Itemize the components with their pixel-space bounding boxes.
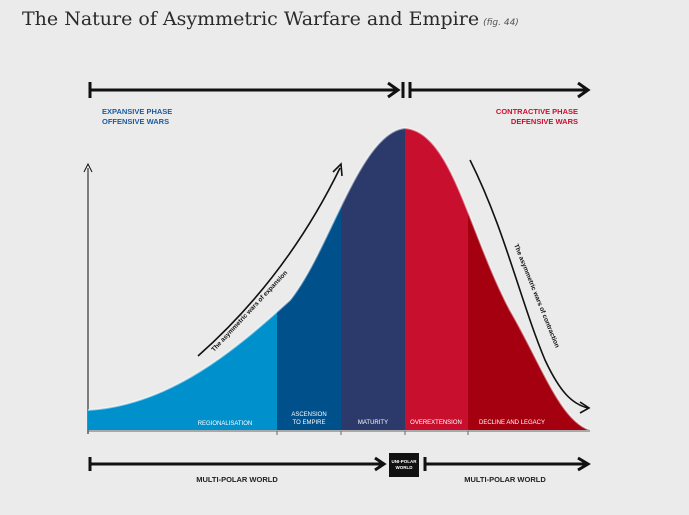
expansion-curve-arrow <box>197 167 341 357</box>
y-axis-arrow-icon <box>83 162 93 173</box>
expansive-phase-label: EXPANSIVE PHASE <box>102 107 172 116</box>
contraction-arrow-head-icon <box>579 401 591 414</box>
stage-label-maturity: MATURITY <box>358 420 388 426</box>
figure-reference: (fig. 44) <box>483 18 519 28</box>
offensive-wars-label: OFFENSIVE WARS <box>102 117 169 126</box>
bell-outline <box>87 126 591 431</box>
stage-label-ascension-2: TO EMPIRE <box>293 420 326 426</box>
title-text: The Nature of Asymmetric Warfare and Emp… <box>22 8 480 30</box>
world-timeline <box>88 453 591 477</box>
multipolar-world-right-label: MULTI-POLAR WORLD <box>464 475 546 484</box>
contractive-phase-label: CONTRACTIVE PHASE <box>496 107 578 116</box>
stage-label-overextension: OVEREXTENSION <box>410 420 462 426</box>
stage-label-ascension-1: ASCENSION <box>291 412 326 418</box>
stage-overextension <box>405 128 468 430</box>
multipolar-world-left-label: MULTI-POLAR WORLD <box>196 475 278 484</box>
page-title: The Nature of Asymmetric Warfare and Emp… <box>22 8 519 30</box>
stage-label-regionalisation: REGIONALISATION <box>198 421 253 427</box>
unipolar-label-1: UNI-POLAR <box>392 459 418 464</box>
multipolar-right-arrow-head <box>577 456 591 472</box>
expansion-arrow-head-icon <box>332 162 343 177</box>
phase-timeline <box>88 81 591 99</box>
expansive-arrow-head <box>387 81 401 99</box>
contractive-arrow-head <box>577 81 591 99</box>
defensive-wars-label: DEFENSIVE WARS <box>511 117 578 126</box>
stage-label-decline: DECLINE AND LEGACY <box>479 420 545 426</box>
contraction-curve-arrow <box>469 159 589 409</box>
bell-curve <box>88 128 590 430</box>
unipolar-world-box <box>389 453 419 477</box>
x-axis-ticks <box>276 431 469 435</box>
multipolar-left-arrow-head <box>374 456 387 472</box>
unipolar-label-2: WORLD <box>396 465 414 470</box>
stage-regionalisation <box>88 128 277 430</box>
